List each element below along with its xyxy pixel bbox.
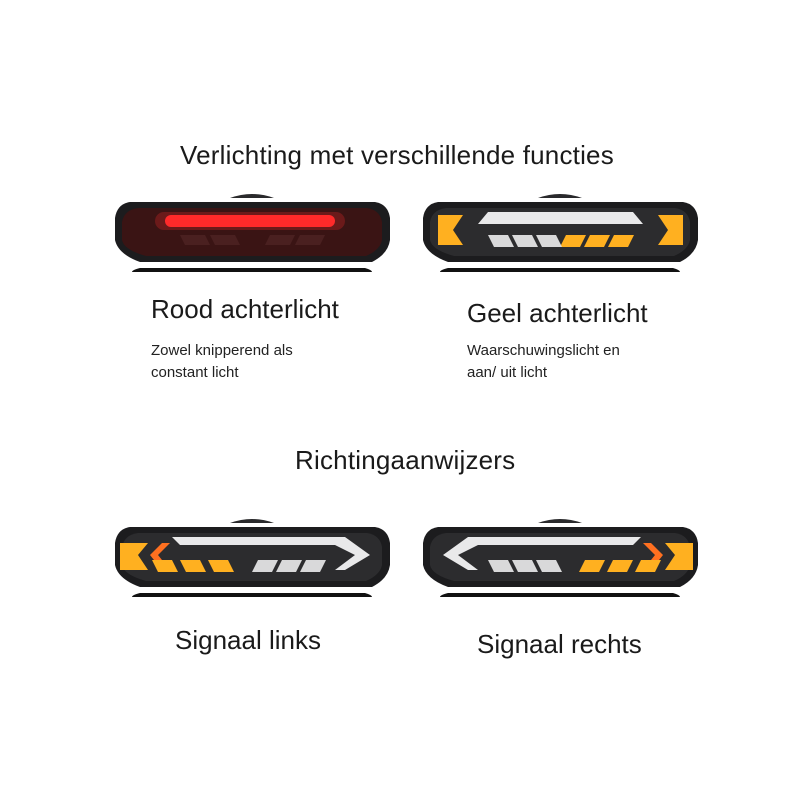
white-bar bbox=[172, 537, 370, 570]
section-heading-indicators: Richtingaanwijzers bbox=[295, 445, 516, 475]
amber-arrow-segments bbox=[152, 560, 234, 572]
lamp-signal-left-image bbox=[115, 519, 390, 597]
panel-title-amber: Geel achterlicht bbox=[467, 298, 648, 328]
panel-desc-line: constant licht bbox=[151, 364, 239, 381]
amber-left-block bbox=[438, 215, 463, 245]
amber-left-block bbox=[120, 543, 148, 570]
panel-desc-amber: Waarschuwingslicht en aan/ uit licht bbox=[467, 340, 687, 384]
lamp-signal-right-image bbox=[423, 519, 698, 597]
lamp-housing bbox=[423, 194, 698, 262]
amber-right-block bbox=[658, 215, 683, 245]
white-arrow-segments bbox=[488, 560, 562, 572]
white-bar bbox=[478, 212, 643, 224]
amber-right-block bbox=[665, 543, 693, 570]
arrow-segments bbox=[180, 235, 325, 245]
panel-desc-red: Zowel knipperend als constant licht bbox=[151, 340, 371, 384]
panel-desc-line: aan/ uit licht bbox=[467, 364, 548, 381]
panel-desc-line: Zowel knipperend als bbox=[151, 342, 293, 359]
white-arrow-segments bbox=[252, 560, 326, 572]
amber-arrow-segments bbox=[579, 560, 661, 572]
panel-title-red: Rood achterlicht bbox=[151, 294, 339, 324]
white-bar bbox=[443, 537, 641, 570]
panel-desc-line: Waarschuwingslicht en bbox=[467, 342, 620, 359]
amber-arrow-segments bbox=[560, 235, 634, 247]
lamp-red-tail-image bbox=[115, 194, 390, 272]
section-heading-functions: Verlichting met verschillende functies bbox=[180, 140, 614, 170]
red-light-bar bbox=[165, 215, 335, 227]
white-arrow-segments bbox=[488, 235, 562, 247]
lamp-amber-tail-image bbox=[423, 194, 698, 272]
panel-title-signal-right: Signaal rechts bbox=[477, 629, 642, 659]
panel-title-signal-left: Signaal links bbox=[175, 625, 321, 655]
